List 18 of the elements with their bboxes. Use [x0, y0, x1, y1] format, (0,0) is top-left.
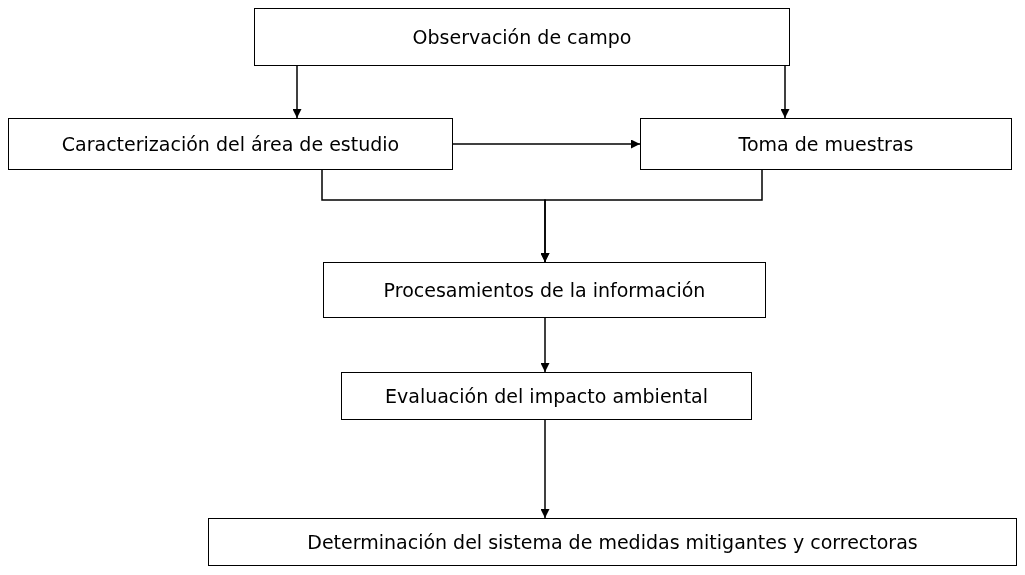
box-label: Determinación del sistema de medidas mitigantes y correctoras: [307, 531, 918, 553]
arrow: [540, 317, 550, 373]
box-label: Caracterización del área de estudio: [61, 133, 400, 155]
process-box: [640, 118, 1012, 170]
process-box: [208, 518, 1017, 566]
arrow: [452, 139, 641, 149]
box-label: Evaluación del impacto ambiental: [385, 385, 708, 407]
process-box: [8, 118, 453, 170]
process-box: [323, 262, 766, 318]
arrow: [540, 419, 550, 519]
box-label: Procesamientos de la información: [383, 279, 706, 301]
arrow: [292, 65, 302, 119]
arrow: [540, 169, 763, 263]
arrow: [780, 65, 790, 119]
box-label: Observación de campo: [412, 26, 632, 48]
process-box: [254, 8, 790, 66]
process-box: [341, 372, 752, 420]
box-label: Toma de muestras: [738, 133, 914, 155]
